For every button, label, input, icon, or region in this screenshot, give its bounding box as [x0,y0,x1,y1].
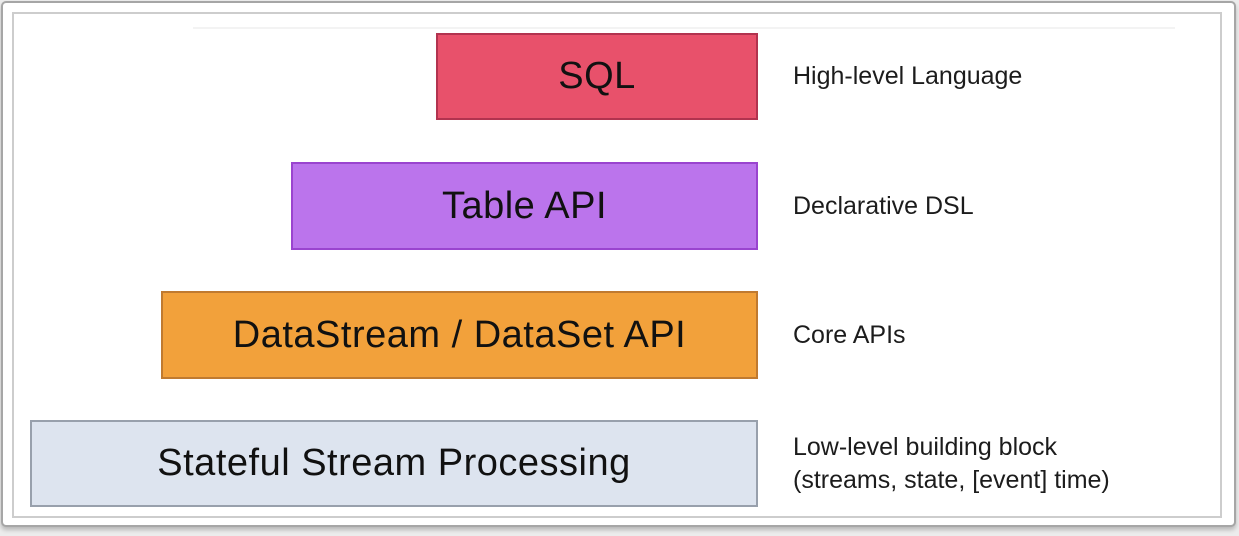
layer-box-stateful-stream-processing: Stateful Stream Processing [30,420,758,507]
layer-box-sql: SQL [436,33,758,120]
slide-canvas: SQL Table API DataStream / DataSet API S… [12,12,1222,518]
layer-label-datastream-dataset-api: DataStream / DataSet API [232,313,687,356]
layer-label-stateful-stream-processing: Stateful Stream Processing [157,442,631,484]
annotation-core-apis: Core APIs [793,320,906,349]
annotation-declarative-dsl: Declarative DSL [793,191,974,220]
annotation-low-level-building-block: Low-level building block (streams, state… [793,433,1110,494]
divider-line [193,27,1175,29]
layer-label-table-api: Table API [441,184,608,227]
layer-box-datastream-dataset-api: DataStream / DataSet API [161,291,758,379]
layer-label-sql: SQL [558,55,636,97]
slide-frame: SQL Table API DataStream / DataSet API S… [1,1,1236,527]
annotation-high-level-language: High-level Language [793,62,1023,91]
layer-box-table-api: Table API [291,162,758,250]
